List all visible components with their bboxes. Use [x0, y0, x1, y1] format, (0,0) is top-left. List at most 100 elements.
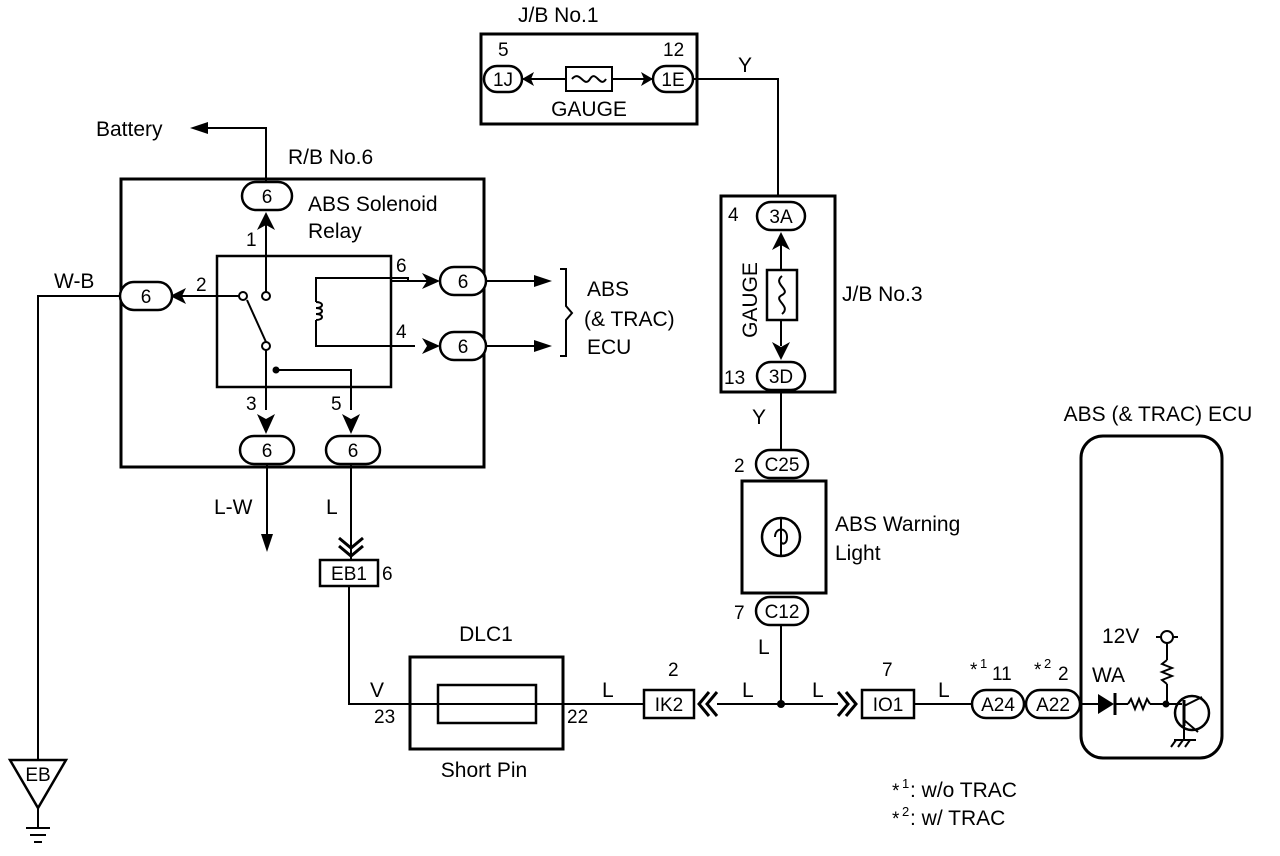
diode-icon [1098, 694, 1114, 714]
jb3-conn-top-label: 3A [769, 207, 793, 228]
wire-y-top-label: Y [738, 54, 752, 77]
relay-pin-5: 5 [331, 394, 342, 415]
wire-l-dlc-label: L [602, 679, 614, 702]
relay-inner-box [215, 254, 393, 389]
jb1-fuse-label: GAUGE [551, 98, 627, 121]
jb1-title: J/B No.1 [518, 4, 599, 27]
io1-chevron-2-icon [844, 691, 858, 717]
ground-label: EB [25, 765, 50, 786]
jb3-block: 4 3A GAUGE 13 3D J/B No.3 [719, 194, 923, 394]
ik2-connector [642, 688, 696, 720]
ecu-bracket-line1: ABS [587, 278, 629, 301]
jb3-conn-top [755, 200, 807, 232]
a24-star: * [970, 660, 978, 681]
eb1-chevron-2-icon [338, 544, 364, 558]
a22-label: A22 [1036, 695, 1070, 716]
relay-contact-2-icon [238, 291, 248, 301]
note-1-text: : w/o TRAC [910, 779, 1017, 802]
rb6-conn-top-label: 6 [262, 187, 273, 208]
jb1-pin-right: 12 [663, 40, 684, 61]
dlc1-block: DLC1 23 22 Short Pin [374, 623, 588, 782]
ecu-wa-label: WA [1092, 664, 1125, 687]
rb6-box [119, 177, 486, 469]
a24-label: A24 [981, 695, 1015, 716]
jb1-block: J/B No.1 5 12 1J 1E GAUGE [479, 4, 699, 126]
rb6-conn-bottom-left-label: 6 [262, 441, 273, 462]
ecu-title: ABS (& TRAC) ECU [1064, 403, 1253, 426]
jb3-title: J/B No.3 [842, 283, 923, 306]
note-1-star: * [892, 781, 900, 802]
ground-eb: EB [7, 758, 69, 843]
wire-battery [194, 127, 267, 183]
a24-pin: 11 [992, 664, 1012, 685]
a24-connector [970, 688, 1026, 720]
a22-pin: 2 [1058, 664, 1069, 685]
relay-contact-1-icon [261, 291, 271, 301]
ecu-arrow-1-icon [534, 275, 552, 287]
ground-triangle-icon [7, 758, 69, 811]
jb3-terminal-bottom-icon [772, 342, 790, 360]
wire-y-bottom-label: Y [752, 406, 766, 429]
note-2-sup: 2 [902, 804, 909, 819]
footnotes: * 1 : w/o TRAC * 2 : w/ TRAC [892, 776, 1017, 830]
io1-label: IO1 [873, 695, 904, 716]
rb6-conn-bottom-right [324, 434, 382, 466]
jb1-terminal-left-icon [522, 72, 534, 86]
dlc1-pin-right: 22 [567, 707, 588, 728]
warning-light-box [740, 479, 828, 595]
note-2-star: * [892, 809, 900, 830]
jb1-conn-right-label: 1E [661, 70, 684, 91]
jb3-terminal-top-icon [772, 232, 790, 250]
dlc1-caption: Short Pin [441, 759, 527, 782]
wire-wb [37, 295, 120, 760]
eb1-connector [318, 558, 380, 588]
warning-light-conn-top-label: C25 [765, 455, 800, 476]
relay-pin-4: 4 [396, 322, 407, 343]
rb6-title: R/B No.6 [288, 146, 373, 169]
rb6-terminal-5-icon [342, 414, 360, 434]
relay-pin-2: 2 [196, 275, 207, 296]
wire-lw-arrow-icon [261, 534, 273, 552]
rb6-conn-left-label: 6 [141, 287, 152, 308]
ik2-label: IK2 [655, 695, 684, 716]
warning-light-label-line1: ABS Warning [835, 513, 960, 536]
jb1-conn-left-label: 1J [493, 70, 513, 91]
ik2-pin: 2 [668, 660, 679, 681]
resistor-1-icon [1127, 696, 1151, 712]
ecu-box [1079, 434, 1224, 760]
relay-coil-icon [315, 301, 323, 321]
wire-l-ik2-label: L [742, 679, 754, 702]
warning-light-pin-bottom: 7 [734, 603, 745, 624]
ecu-12v-label: 12V [1102, 625, 1139, 648]
rb6-block: R/B No.6 ABS Solenoid Relay 6 1 2 6 6 4 [118, 146, 488, 469]
wire-wb-label: W-B [54, 270, 94, 293]
a22-star: * [1034, 660, 1042, 681]
warning-light-conn-bottom-label: C12 [765, 602, 800, 623]
relay-switch-arm [246, 299, 267, 343]
jb3-box [719, 194, 837, 394]
a24-sup: 1 [980, 656, 987, 671]
wire-v-label: V [370, 679, 384, 702]
jb3-conn-bottom-label: 3D [769, 367, 793, 388]
wire-l-warning-label: L [758, 636, 770, 659]
wire-lw-label: L-W [214, 496, 253, 519]
rb6-conn-bottom-right-label: 6 [348, 441, 359, 462]
warning-light-conn-top [754, 448, 810, 480]
battery-arrow-icon [190, 122, 208, 134]
resistor-2-icon [1159, 659, 1175, 685]
wire-l-io1-label: L [812, 679, 824, 702]
ecu-arrow-2-icon [534, 340, 552, 352]
relay-contact-3-icon [261, 341, 271, 351]
eb1-label: EB1 [331, 564, 367, 585]
rb6-conn-ecu-2-label: 6 [458, 337, 469, 358]
rb6-conn-ecu-1-label: 6 [458, 272, 469, 293]
rb6-terminal-1-icon [257, 212, 275, 230]
wire-v [348, 586, 410, 705]
jb3-pin-top: 4 [728, 205, 739, 226]
ecu-bracket-icon [560, 268, 574, 357]
a22-sup: 2 [1044, 656, 1051, 671]
transistor-icon [1173, 694, 1211, 732]
battery-label: Battery [96, 118, 163, 141]
relay-pin-6: 6 [396, 256, 407, 277]
